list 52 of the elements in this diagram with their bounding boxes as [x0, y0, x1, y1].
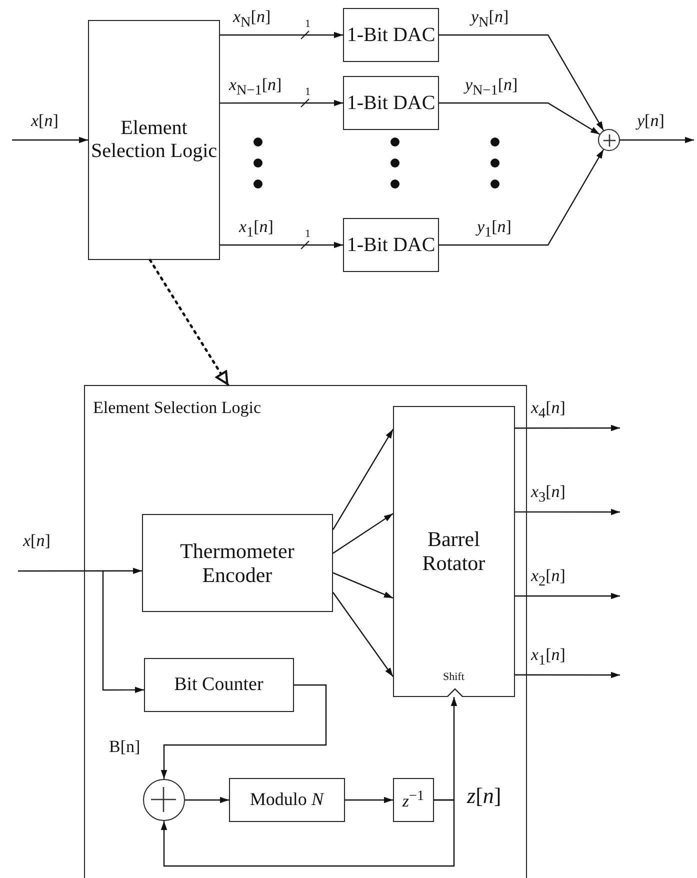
arrow: [332, 428, 394, 530]
delay-box: [392, 778, 434, 822]
bus-width-label: 1: [304, 228, 312, 240]
arrow: [439, 34, 604, 131]
dac-box: [343, 218, 439, 272]
arrow: [515, 424, 620, 432]
arrow: [220, 242, 343, 248]
dotted-arrow: [148, 258, 230, 386]
block-label: Element Selection Logic: [90, 117, 218, 163]
block-heading: Element Selection Logic: [93, 398, 262, 418]
process-box: [88, 20, 220, 260]
arrow: [620, 136, 694, 144]
summing-junction: [142, 778, 185, 821]
block-label: Bit Counter: [174, 674, 264, 696]
arrow: [332, 513, 394, 554]
process-box: [142, 514, 333, 612]
process-box: [228, 778, 345, 822]
process-box: [144, 658, 294, 712]
signal-label: x[n]: [30, 112, 60, 131]
block-label: 1-Bit DAC: [346, 234, 436, 256]
block-label: z$^{−1}$: [402, 788, 424, 812]
summing-junction: [598, 129, 620, 151]
block-label: 1-Bit DAC: [346, 92, 436, 114]
arrow: [160, 684, 327, 779]
arrow: [515, 508, 620, 516]
signal-label: x[n]: [22, 532, 52, 551]
dac-box: [343, 8, 439, 62]
arrow: [332, 592, 394, 677]
arrow: [345, 796, 393, 804]
signal-label: y[n]: [636, 112, 666, 131]
arrow: [102, 571, 144, 694]
block-label: Modulo N: [250, 789, 324, 810]
arrow: [185, 796, 229, 804]
process-box: [392, 406, 515, 697]
bus-width-label: 1: [304, 18, 312, 30]
arrow: [515, 592, 620, 600]
arrow: [160, 799, 455, 867]
dac-box: [343, 76, 439, 130]
arrow: [12, 136, 88, 144]
arrow: [332, 572, 394, 599]
bus-width-label: 1: [304, 86, 312, 98]
port-label: Shift: [442, 671, 464, 684]
arrow: [439, 149, 604, 246]
arrow: [220, 100, 343, 106]
arrow: [18, 568, 142, 574]
block-label: Barrel Rotator: [421, 527, 486, 576]
arrow: [439, 102, 600, 135]
arrow: [220, 32, 343, 38]
block-label: Thermometer Encoder: [179, 538, 296, 587]
signal-label: B[n]: [108, 738, 142, 757]
arrow: [515, 672, 620, 678]
block-label: 1-Bit DAC: [346, 24, 436, 46]
